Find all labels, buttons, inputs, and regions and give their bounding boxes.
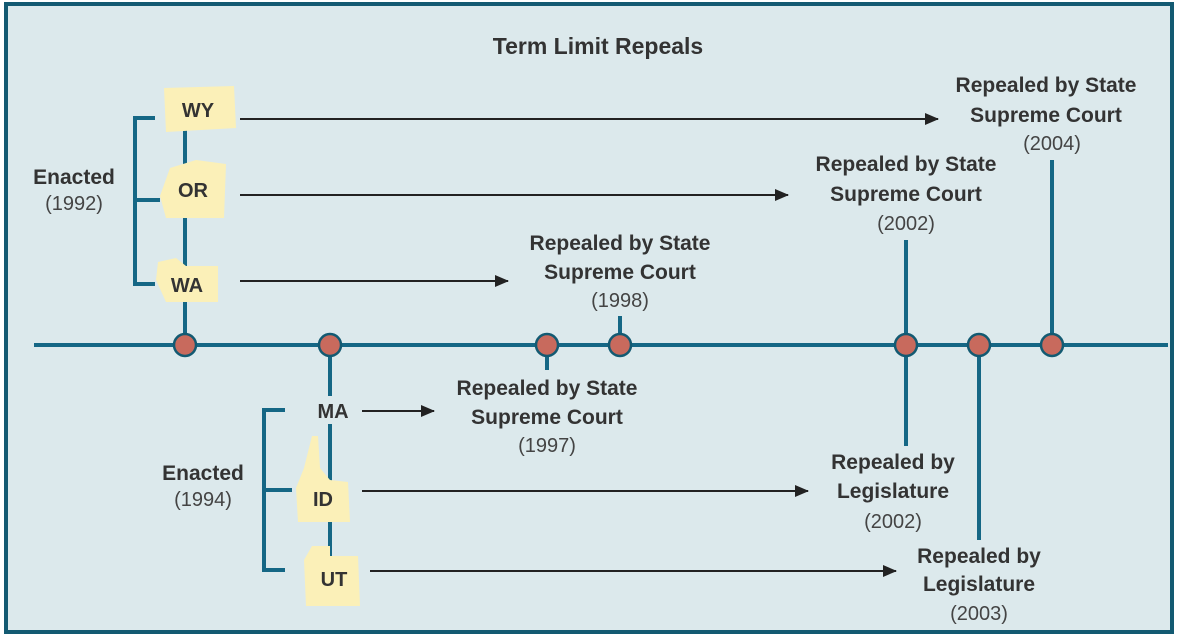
timeline-dot-1997 (534, 332, 560, 358)
repeal-or-year: (2002) (877, 213, 935, 235)
timeline-dot-2002 (893, 332, 919, 358)
repeal-id-line2: Legislature (837, 480, 949, 503)
repeal-wa-year: (1998) (591, 290, 649, 312)
repeal-ut-line2: Legislature (923, 573, 1035, 596)
state-label-id: ID (313, 489, 333, 511)
timeline-dot-2004 (1039, 332, 1065, 358)
repeal-or-line2: Supreme Court (830, 183, 982, 206)
state-shape-wy (164, 86, 236, 132)
repeal-wy-line1: Repealed by State (956, 74, 1137, 97)
enacted-1994-year: (1994) (174, 489, 232, 511)
enacted-1992-label: Enacted (33, 166, 115, 189)
repeal-wy-year: (2004) (1023, 133, 1081, 155)
enacted-1994-label: Enacted (162, 462, 244, 485)
state-label-ut: UT (321, 569, 348, 591)
repeal-ut-year: (2003) (950, 603, 1008, 625)
repeal-id-line1: Repealed by (831, 451, 955, 474)
state-label-wa: WA (171, 275, 203, 297)
state-shape-id (296, 436, 350, 522)
state-label-or: OR (178, 180, 209, 202)
repeal-wy-line2: Supreme Court (970, 104, 1122, 127)
state-label-wy: WY (182, 100, 215, 122)
timeline-dot-1994 (317, 332, 343, 358)
state-label-ma: MA (317, 401, 348, 423)
state-shape-wa (156, 258, 218, 302)
state-shape-or (160, 160, 226, 218)
repeal-wa-line1: Repealed by State (530, 232, 711, 255)
state-shape-ut (304, 546, 360, 606)
enacted-1992-year: (1992) (45, 193, 103, 215)
timeline-dot-2003 (966, 332, 992, 358)
repeal-ma-year: (1997) (518, 435, 576, 457)
repeal-or-line1: Repealed by State (816, 153, 997, 176)
state-bg-ma (312, 396, 354, 424)
repeal-ma-line1: Repealed by State (457, 377, 638, 400)
timeline-dot-1992 (172, 332, 198, 358)
repeal-ut-line1: Repealed by (917, 545, 1041, 568)
timeline-dot-1998 (607, 332, 633, 358)
diagram-title: Term Limit Repeals (493, 33, 703, 59)
repeal-id-year: (2002) (864, 511, 922, 533)
repeal-wa-line2: Supreme Court (544, 261, 696, 284)
repeal-ma-line2: Supreme Court (471, 406, 623, 429)
